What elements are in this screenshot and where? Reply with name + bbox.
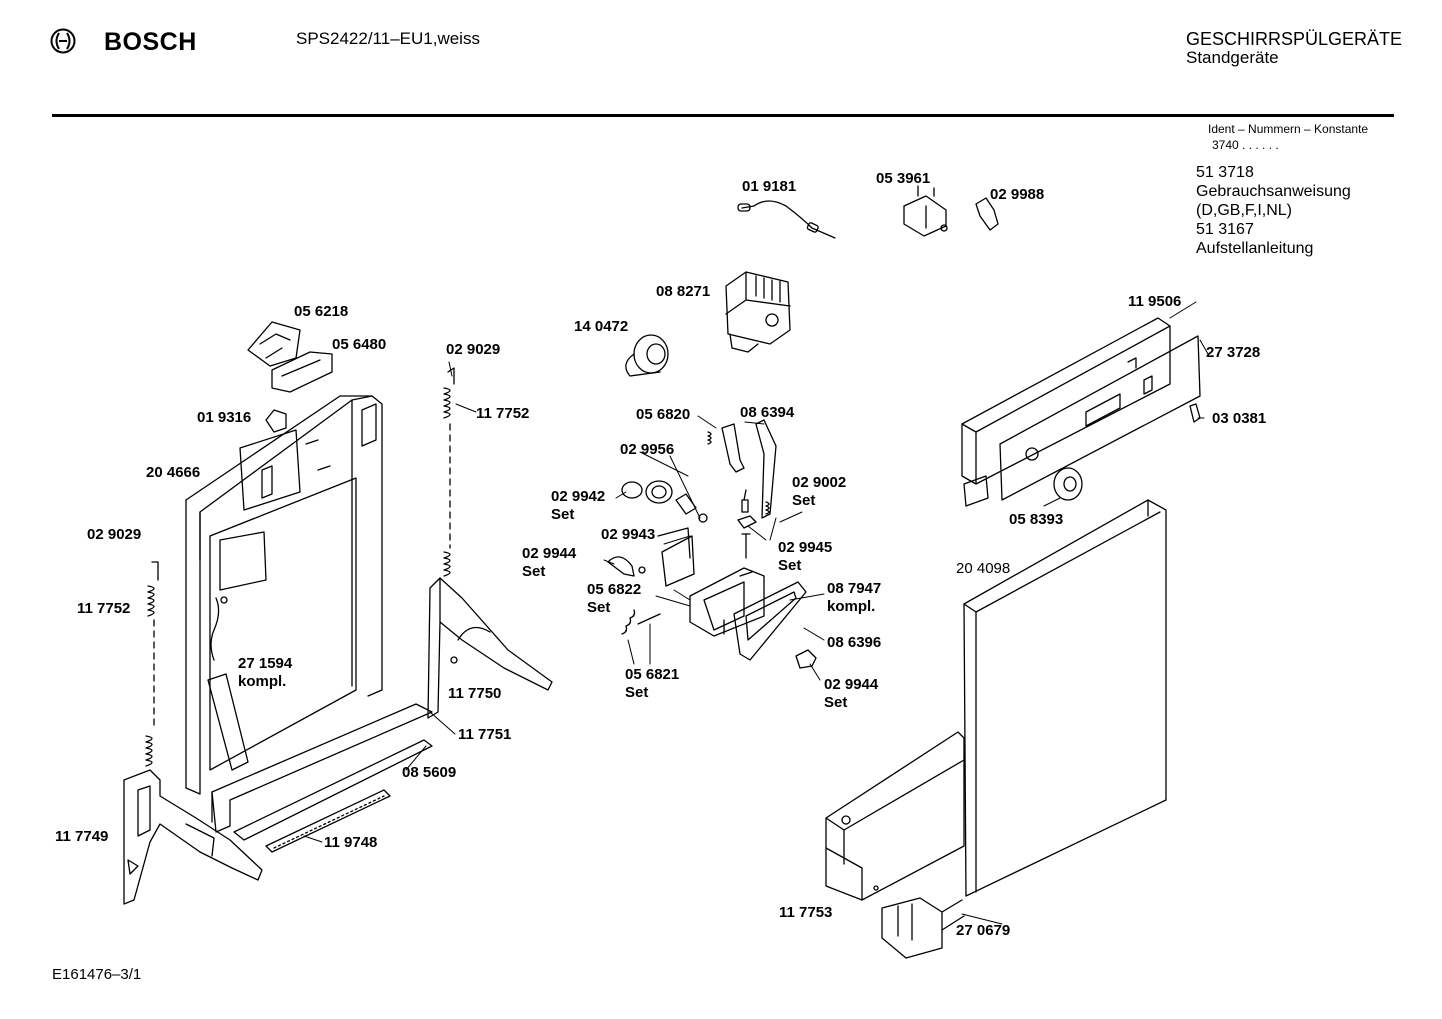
hinge-right-drawing [427, 577, 553, 719]
part-label: 05 6480 [332, 336, 387, 353]
spring-left-drawing [145, 561, 159, 767]
part-label: 27 3728 [1206, 344, 1261, 361]
kick-plate-drawing [825, 731, 965, 901]
part-label: 05 6218 [294, 303, 349, 320]
ident-number: 3740 . . . . . . [1212, 138, 1279, 152]
door-lock-assembly-drawing [607, 419, 817, 669]
part-label: 27 0679 [956, 922, 1011, 939]
subcategory-title: Standgeräte [1186, 48, 1279, 67]
plinth-bracket-drawing [881, 897, 965, 959]
part-label: 02 9988 [990, 186, 1045, 203]
part-label: 11 7752 [77, 600, 131, 617]
part-label: 11 7750 [448, 685, 502, 702]
part-label: 02 9943 [601, 526, 656, 543]
part-label: 11 7749 [55, 828, 109, 845]
part-label: 05 8393 [1009, 511, 1064, 528]
part-label: 08 5609 [402, 764, 457, 781]
part-label: 02 9029 [446, 341, 501, 358]
bracket-part-drawing [903, 185, 948, 237]
part-label: 11 9506 [1128, 293, 1182, 310]
brand-name: BOSCH [104, 28, 197, 56]
drawing-reference: E161476–3/1 [52, 966, 142, 983]
bosch-logo-icon [50, 28, 76, 54]
small-clip-drawing [265, 409, 287, 433]
ident-title: Ident – Nummern – Konstante [1208, 122, 1369, 136]
trim-bar-drawing [211, 703, 433, 833]
door-strip-drawing [207, 596, 249, 771]
category-title: GESCHIRRSPÜLGERÄTE [1186, 29, 1403, 49]
spring-right-drawing [443, 367, 455, 577]
model-number: SPS2422/11–EU1,weiss [296, 29, 480, 48]
document-name: Aufstellanleitung [1196, 240, 1314, 257]
inner-door-frame-drawing [185, 395, 383, 795]
clip-part-drawing [975, 197, 999, 231]
seal-strip-drawing [233, 739, 433, 841]
part-label: 11 7753 [779, 904, 833, 921]
part-label: 11 7751 [458, 726, 512, 743]
part-label: 11 9748 [324, 834, 378, 851]
part-label: 05 6820 [636, 406, 691, 423]
hinge-bracket-drawing [247, 321, 333, 393]
leader-lines [303, 301, 1209, 925]
part-label: 02 9956 [620, 441, 675, 458]
part-label: 03 0381 [1212, 410, 1267, 427]
part-label: 11 7752 [476, 405, 530, 422]
clip-switch-drawing [1189, 403, 1201, 423]
part-label: 01 9181 [742, 178, 797, 195]
cable-part-drawing [737, 200, 836, 239]
outer-door-panel-drawing [963, 499, 1167, 897]
part-label: 08 6394 [740, 404, 795, 421]
part-label: 08 6396 [827, 634, 882, 651]
panel-knob-drawing [1053, 467, 1083, 501]
control-panel-drawing [961, 317, 1201, 507]
document-name: Gebrauchsanweisung [1196, 183, 1351, 200]
document-number: 51 3718 [1196, 164, 1254, 181]
document-number: 51 3167 [1196, 221, 1254, 238]
part-label: 05 3961 [876, 170, 931, 187]
part-label: 02 9029 [87, 526, 142, 543]
part-label: 20 4666 [146, 464, 201, 481]
part-label: 14 0472 [574, 318, 629, 335]
part-label: 20 4098 [956, 560, 1011, 577]
header-divider [52, 114, 1394, 117]
part-label: 01 9316 [197, 409, 252, 426]
knob-part-drawing [625, 334, 669, 377]
document-languages: (D,GB,F,I,NL) [1196, 202, 1293, 219]
hinge-left-drawing [123, 769, 263, 905]
brush-strip-drawing [265, 789, 391, 853]
programmer-part-drawing [725, 271, 791, 353]
part-label: 08 8271 [656, 283, 711, 300]
